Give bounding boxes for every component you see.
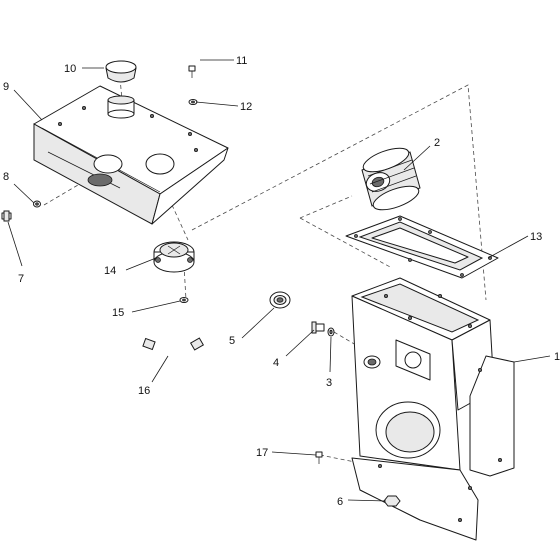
part-9-cover (33, 85, 229, 225)
part-3-seal (327, 327, 335, 337)
callout-6: 6 (337, 496, 343, 508)
callout-8: 8 (3, 171, 9, 183)
part-5-fitting (269, 291, 291, 309)
callout-4: 4 (273, 357, 279, 369)
callout-1: 1 (554, 351, 560, 363)
part-2-filter (361, 147, 421, 211)
part-7-plug (1, 210, 12, 222)
callout-17: 17 (256, 447, 268, 459)
part-10-filler-cap (105, 60, 137, 83)
callout-13: 13 (530, 231, 542, 243)
part-4-connector (311, 321, 325, 334)
callout-10: 10 (64, 63, 76, 75)
callout-16: 16 (138, 385, 150, 397)
part-1-tank-housing (351, 277, 515, 541)
callout-12: 12 (240, 101, 252, 113)
part-13-gasket (345, 215, 499, 279)
part-6-nut (383, 495, 401, 507)
part-16-hose (142, 337, 205, 366)
callout-9: 9 (3, 81, 9, 93)
part-17-screw (315, 451, 323, 464)
leader-lines (7, 59, 551, 502)
callout-14: 14 (104, 265, 116, 277)
part-12-washer (188, 99, 198, 105)
part-15-washer (179, 297, 189, 303)
callout-11: 11 (236, 55, 247, 67)
part-11-screw (188, 65, 196, 78)
part-8-seal-ring (33, 200, 41, 208)
callout-5: 5 (229, 335, 235, 347)
callout-3: 3 (326, 377, 332, 389)
part-14-gauge (153, 241, 195, 273)
callout-7: 7 (18, 273, 24, 285)
callout-labels: 1 2 3 4 5 6 7 8 9 10 11 12 13 14 15 16 1… (3, 55, 560, 508)
callout-2: 2 (434, 137, 440, 149)
callout-15: 15 (112, 307, 124, 319)
